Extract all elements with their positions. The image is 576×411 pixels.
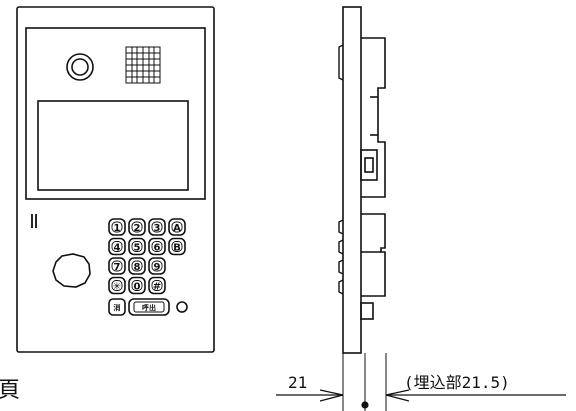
small-key-label: 消 (114, 303, 121, 312)
side-front-plate (342, 6, 362, 354)
keypad-key-inner (171, 241, 183, 252)
keypad-key[interactable] (108, 276, 126, 295)
indicator-mark (31, 214, 37, 228)
keypad-key[interactable] (128, 218, 146, 236)
dimension-annotation (276, 389, 566, 409)
keypad-key-label: 2 (134, 223, 141, 234)
display-screen (37, 100, 189, 191)
keypad-key-label: # (153, 282, 161, 293)
front-view (16, 6, 215, 353)
bottom-key-row: 消 呼出 (108, 298, 170, 316)
call-button-inner (133, 301, 165, 313)
side-upper-body (361, 37, 386, 198)
keypad-key[interactable] (148, 218, 166, 236)
keypad-key-inner (131, 260, 143, 272)
speaker-grille (125, 46, 161, 84)
dim-arrow-left (319, 389, 344, 402)
small-key[interactable] (108, 298, 126, 316)
upper-window-frame (25, 27, 206, 200)
side-key-protrusions (338, 44, 344, 295)
keypad-key[interactable] (108, 257, 126, 275)
side-connector (360, 149, 378, 181)
dim-origin-dot (361, 401, 369, 409)
keypad-key-label: B (173, 243, 181, 254)
keypad-key[interactable] (108, 218, 126, 236)
keypad-key-label: 3 (154, 223, 161, 234)
keypad-key-inner (131, 221, 143, 233)
keypad-key[interactable] (128, 257, 146, 275)
dimension-left-label: 21 (288, 373, 307, 392)
call-button-label: 呼出 (142, 303, 156, 312)
keypad-key-label: 4 (114, 243, 121, 254)
keypad-key-inner (111, 221, 123, 233)
keypad-key[interactable] (128, 237, 146, 256)
keypad-key-label: 1 (114, 223, 121, 234)
keypad: 1 2 3 A 4 5 6 B 7 8 9 ✳ 0 # (108, 218, 186, 295)
keypad-key-label: 9 (154, 262, 161, 273)
keypad-key[interactable] (148, 276, 166, 295)
camera-lens-outer (66, 53, 94, 81)
side-view (338, 6, 387, 411)
keypad-key-inner (131, 280, 143, 291)
call-button[interactable] (128, 298, 170, 316)
keypad-key[interactable] (108, 237, 126, 256)
keypad-key-label: ✳ (113, 282, 121, 293)
keypad-key-label: 6 (154, 243, 161, 254)
keypad-key[interactable] (148, 257, 166, 275)
side-lower-body (361, 213, 386, 297)
keypad-key[interactable] (168, 237, 186, 256)
keypad-key-label: A (173, 223, 181, 234)
microphone-pad (52, 253, 91, 288)
keypad-key-inner (111, 241, 123, 252)
keypad-key-label: 7 (114, 262, 121, 273)
keypad-key-inner (151, 241, 163, 252)
keypad-key-inner (151, 260, 163, 272)
keypad-key-label: 0 (134, 282, 141, 293)
keypad-key-inner (151, 221, 163, 233)
keypad-key[interactable] (128, 276, 146, 295)
keypad-key-inner (111, 260, 123, 272)
keypad-key-inner (131, 241, 143, 252)
keypad-key-inner (171, 221, 183, 233)
panel-outline (16, 6, 215, 353)
side-connector-inner (364, 157, 374, 173)
camera-lens-inner (71, 58, 89, 76)
keypad-key-label: 8 (134, 262, 141, 273)
dim-arrow-right (385, 389, 410, 402)
keypad-key[interactable] (148, 237, 166, 256)
keypad-key-inner (151, 280, 163, 291)
keypad-key-inner (111, 280, 123, 291)
dimension-right-label: (埋込部21.5) (404, 373, 510, 392)
status-led (176, 301, 188, 313)
keypad-key[interactable] (168, 218, 186, 236)
keypad-key-label: 5 (134, 243, 141, 254)
side-bottom-tab (360, 302, 374, 320)
caption-fragment: 頁 (0, 378, 20, 403)
